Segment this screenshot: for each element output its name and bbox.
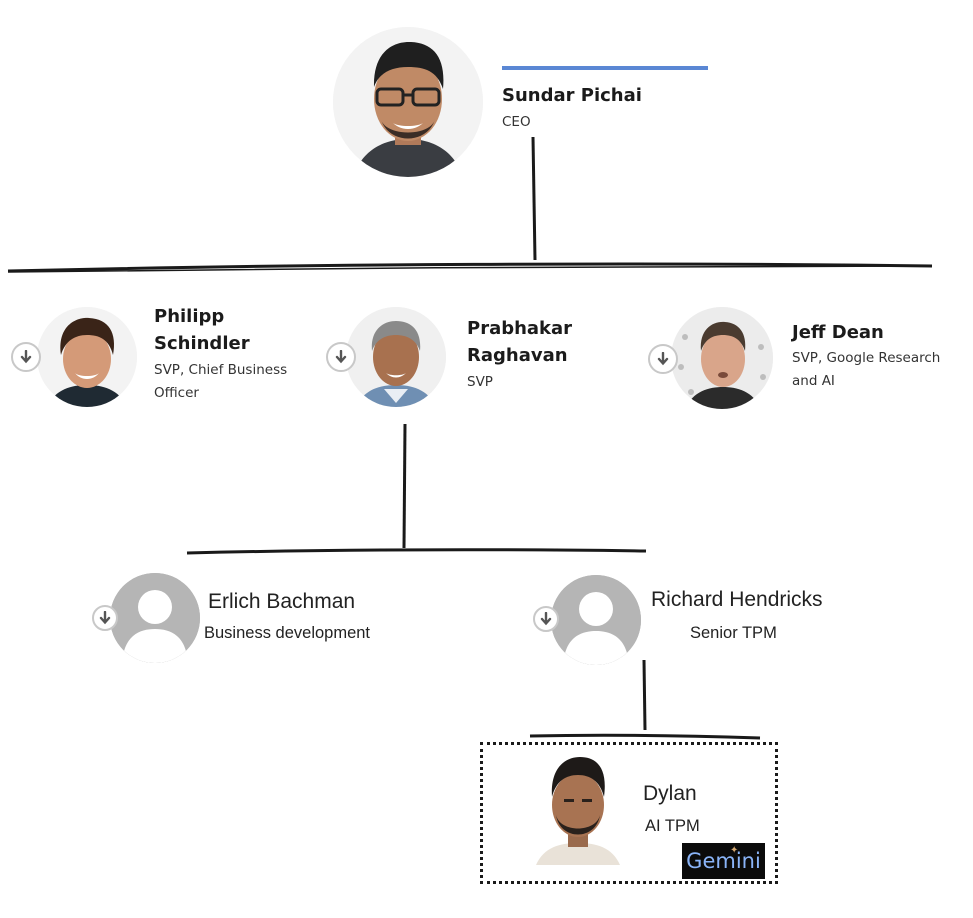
connector-raghavan-vertical [402, 423, 407, 549]
raghavan-avatar[interactable] [346, 307, 446, 407]
bachman-expand-button[interactable] [92, 605, 118, 631]
schindler-photo [37, 307, 137, 407]
dean-title-line2: and AI [792, 373, 835, 389]
connector-level2-horizontal [186, 548, 647, 555]
dean-photo [671, 307, 773, 409]
hendricks-expand-button[interactable] [533, 606, 559, 632]
person-placeholder-icon [110, 573, 200, 663]
hendricks-name: Richard Hendricks [651, 588, 823, 611]
raghavan-title: SVP [467, 374, 493, 390]
dean-expand-button[interactable] [648, 344, 678, 374]
arrow-down-icon [20, 350, 32, 364]
bachman-name: Erlich Bachman [208, 590, 356, 613]
raghavan-name-line2: Raghavan [467, 345, 568, 366]
highlighted-card-dylan[interactable] [480, 742, 778, 884]
bachman-avatar[interactable] [110, 573, 200, 663]
connector-hendricks-vertical [642, 659, 647, 731]
ceo-title: CEO [502, 114, 531, 130]
schindler-avatar[interactable] [37, 307, 137, 407]
dean-avatar[interactable] [671, 307, 773, 409]
schindler-expand-button[interactable] [11, 342, 41, 372]
schindler-title-line2: Officer [154, 385, 199, 401]
raghavan-expand-button[interactable] [326, 342, 356, 372]
ceo-avatar[interactable] [333, 27, 483, 177]
gemini-spark-icon: ✦ [730, 845, 739, 856]
schindler-name-line1: Philipp [154, 306, 225, 327]
arrow-down-icon [540, 612, 552, 626]
hendricks-avatar[interactable] [551, 575, 641, 665]
arrow-down-icon [99, 611, 111, 625]
bachman-title: Business development [204, 624, 371, 642]
connector-ceo-vertical [531, 136, 537, 261]
ceo-name: Sundar Pichai [502, 85, 642, 106]
connector-level3-horizontal [529, 733, 761, 740]
raghavan-name-line1: Prabhakar [467, 318, 573, 339]
ceo-accent-bar [502, 66, 708, 70]
gemini-badge-label: Gemini [686, 849, 761, 873]
schindler-name-line2: Schindler [154, 333, 250, 354]
dylan-photo [530, 753, 626, 865]
connector-level1-horizontal-2 [7, 265, 933, 273]
arrow-down-icon [335, 350, 347, 364]
dylan-title: AI TPM [645, 817, 700, 835]
person-placeholder-icon [551, 575, 641, 665]
gemini-badge: Gemini ✦ [682, 843, 765, 879]
raghavan-photo [346, 307, 446, 407]
connector-level1-horizontal [7, 262, 933, 273]
dylan-name: Dylan [643, 782, 697, 805]
schindler-title-line1: SVP, Chief Business [154, 362, 288, 378]
ceo-photo [333, 27, 483, 177]
arrow-down-icon [657, 352, 669, 366]
hendricks-title: Senior TPM [690, 624, 777, 642]
dean-name: Jeff Dean [792, 322, 884, 343]
dean-title-line1: SVP, Google Research [792, 350, 941, 366]
